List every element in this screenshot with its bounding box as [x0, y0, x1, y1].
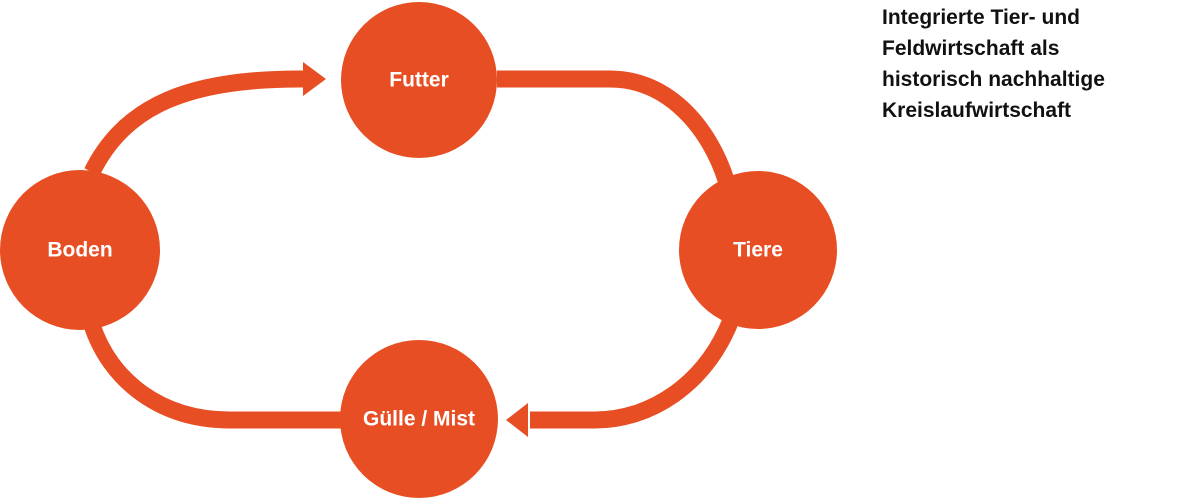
arrow-guelle-to-boden — [83, 322, 345, 429]
node-boden-label: Boden — [47, 239, 112, 262]
node-futter-label: Futter — [389, 69, 449, 92]
caption-line: Kreislaufwirtschaft — [882, 99, 1072, 122]
node-boden: Boden — [0, 170, 160, 330]
arrow-tiere-to-guelle — [530, 316, 739, 429]
diagram-caption: Integrierte Tier- und Feldwirtschaft als… — [882, 2, 1182, 126]
arrow-boden-to-futter — [84, 70, 306, 176]
node-boden-circle — [0, 170, 160, 330]
node-tiere: Tiere — [679, 171, 837, 329]
caption-line: historisch nachhaltige — [882, 68, 1105, 91]
node-futter-circle — [341, 2, 497, 158]
node-futter: Futter — [341, 2, 497, 158]
caption-line: Feldwirtschaft als — [882, 37, 1060, 60]
node-tiere-label: Tiere — [733, 239, 783, 262]
arrowhead-right — [303, 62, 326, 96]
cycle-arrows — [83, 70, 739, 429]
caption-line: Integrierte Tier- und — [882, 6, 1080, 29]
arrow-futter-to-tiere — [497, 70, 735, 183]
node-tiere-circle — [679, 171, 837, 329]
node-guelle-mist: Gülle / Mist — [340, 340, 498, 498]
arrowhead-left — [506, 403, 528, 437]
node-guelle-mist-circle — [340, 340, 498, 498]
node-guelle-mist-label: Gülle / Mist — [363, 408, 475, 431]
